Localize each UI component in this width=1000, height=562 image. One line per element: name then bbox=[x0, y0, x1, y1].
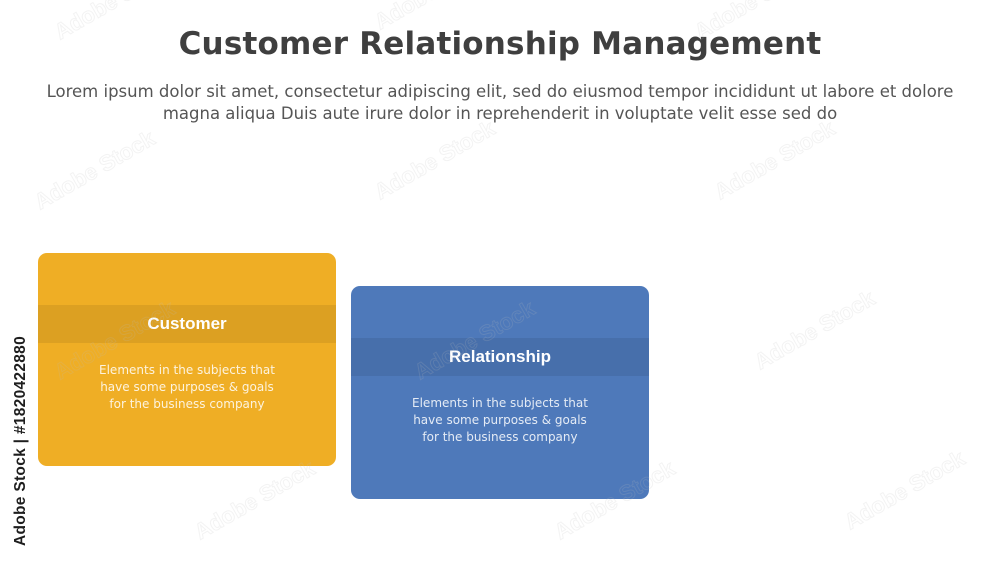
customer-card: Customer Elements in the subjects that h… bbox=[38, 253, 336, 466]
watermark-tile: Adobe Stock bbox=[370, 115, 500, 204]
watermark-tile: Adobe Stock bbox=[30, 125, 160, 214]
page-subtitle: Lorem ipsum dolor sit amet, consectetur … bbox=[46, 82, 954, 123]
watermark-tile: Adobe Stock bbox=[840, 445, 970, 534]
relationship-title-band bbox=[351, 338, 649, 376]
watermark-tile: Adobe Stock bbox=[750, 285, 880, 374]
watermark-tile: Adobe Stock bbox=[190, 455, 320, 544]
watermark-side-label: Adobe Stock | #1820422880 bbox=[12, 335, 29, 546]
customer-card-title: Customer bbox=[147, 314, 227, 333]
relationship-card-title: Relationship bbox=[448, 347, 551, 366]
customer-card-description: Elements in the subjects that have some … bbox=[99, 363, 275, 411]
relationship-card-description: Elements in the subjects that have some … bbox=[412, 396, 588, 444]
page-title: Customer Relationship Management bbox=[178, 26, 822, 62]
watermark-tile: Adobe Stock bbox=[710, 115, 840, 204]
customer-title-band bbox=[38, 305, 336, 343]
relationship-card: Relationship Elements in the subjects th… bbox=[351, 286, 649, 499]
